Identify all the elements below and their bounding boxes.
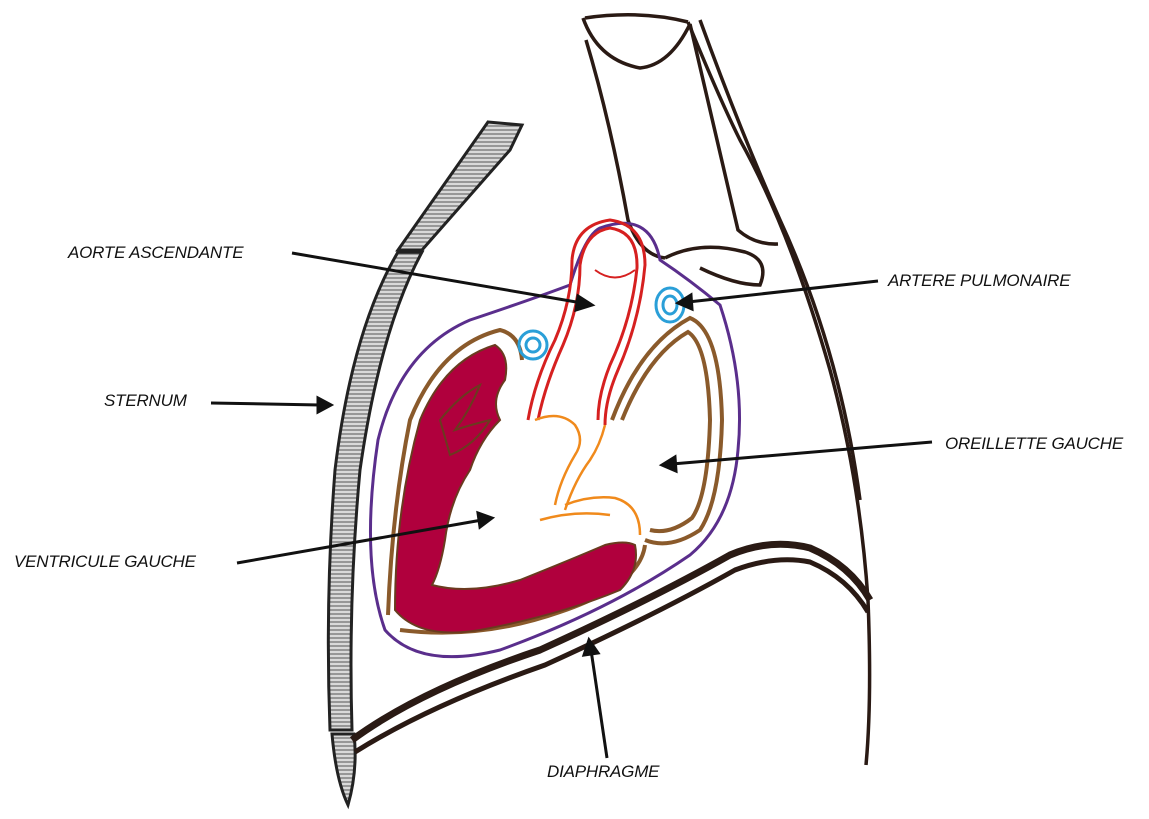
arrow-atrium xyxy=(662,442,932,471)
label-aortic: AORTE ASCENDANTE xyxy=(68,243,243,263)
label-diaphragm: DIAPHRAGME xyxy=(547,762,659,782)
arrow-sternum xyxy=(211,398,331,412)
pulmonary-artery-vessels xyxy=(519,288,684,359)
arrow-diaphragm xyxy=(584,640,607,758)
ventricle-myocardium xyxy=(395,345,636,633)
label-left-atrium: OREILLETTE GAUCHE xyxy=(945,434,1123,454)
heart-valves xyxy=(535,416,640,535)
arrow-aorta xyxy=(292,253,592,310)
label-pulmonary-artery: ARTERE PULMONAIRE xyxy=(888,271,1070,291)
ascending-aorta xyxy=(528,220,645,425)
label-sternum: STERNUM xyxy=(104,391,187,411)
arrow-ventricle xyxy=(237,513,492,563)
label-left-ventricle: VENTRICULE GAUCHE xyxy=(14,552,196,572)
